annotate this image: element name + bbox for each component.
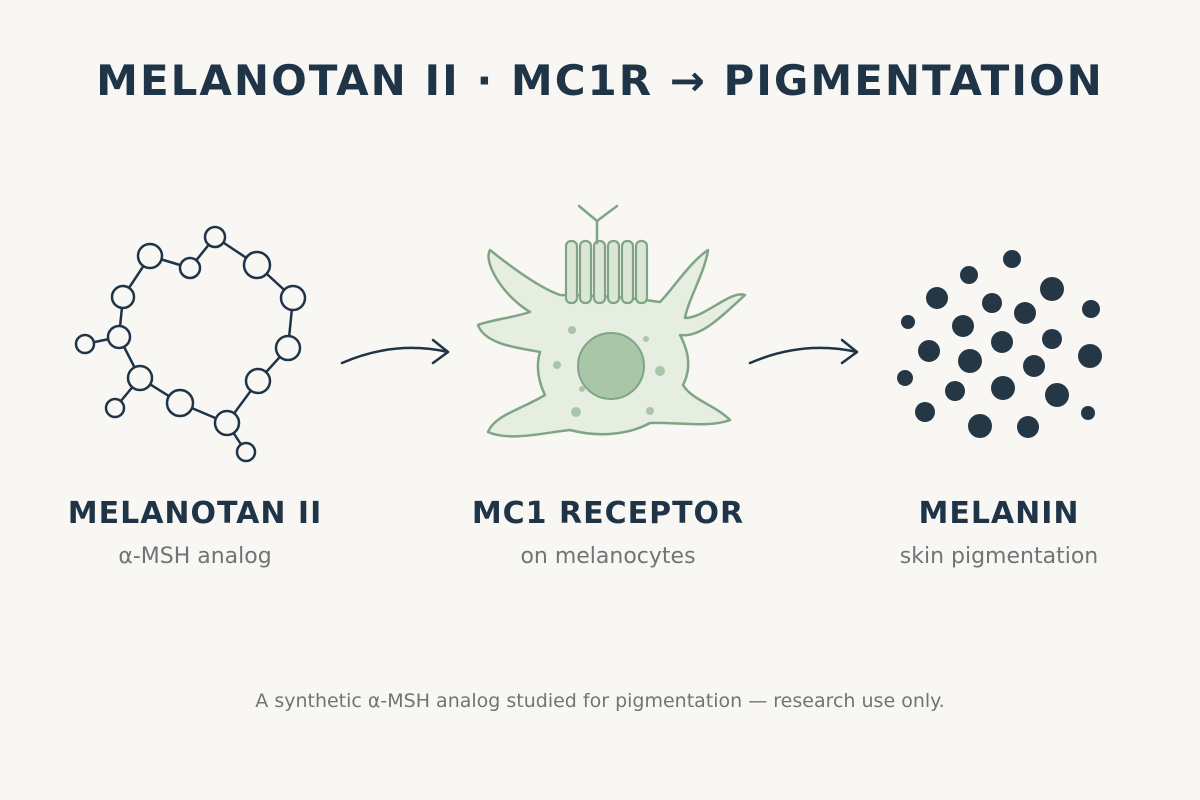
melanin-granules-icon [897,250,1102,438]
page-title: MELANOTAN II · MC1R → PIGMENTATION [96,56,1104,105]
stage-sublabel-receptor: on melanocytes [520,544,696,569]
ligand-icon [577,204,619,245]
stage-label-receptor: MC1 RECEPTOR [471,496,745,531]
arrow-right-icon [340,338,450,365]
stage-sublabel-melanin: skin pigmentation [899,544,1099,569]
nucleus [577,332,645,400]
stage-sublabel-melanotan: α-MSH analog [118,544,272,569]
stage-label-melanin: MELANIN [918,496,1080,531]
peptide-chain-icon [74,225,307,463]
arrow-right-icon [748,338,859,365]
footnote: A synthetic α-MSH analog studied for pig… [255,690,945,712]
melanocyte-cell-icon [476,204,747,438]
stage-label-melanotan: MELANOTAN II [67,496,323,531]
receptor-icon [564,239,649,305]
